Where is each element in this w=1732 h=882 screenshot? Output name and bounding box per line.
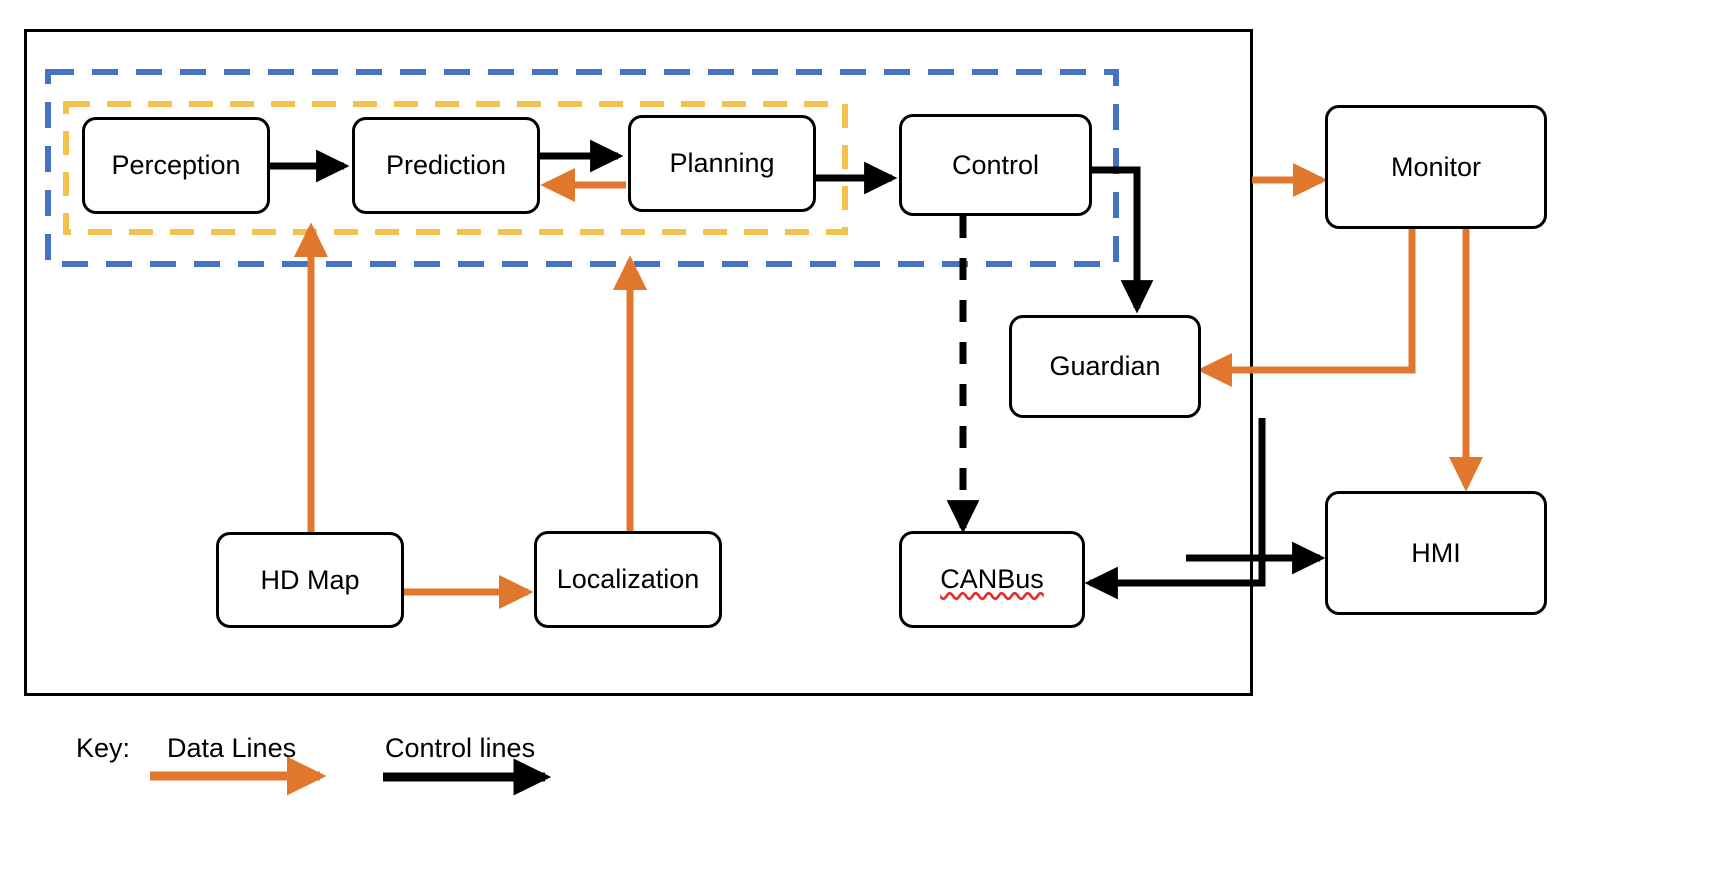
node-canbus[interactable]: CANBus	[899, 531, 1085, 628]
node-hd-map-label: HD Map	[260, 564, 360, 595]
node-guardian-label: Guardian	[1049, 351, 1161, 381]
node-prediction-label: Prediction	[385, 150, 507, 180]
node-prediction[interactable]: Prediction	[352, 117, 540, 214]
node-planning-label: Planning	[669, 148, 775, 178]
node-control[interactable]: Control	[899, 114, 1092, 216]
node-hd-map[interactable]: HD Map	[216, 532, 404, 628]
edge-control-to-guardian	[1092, 166, 1154, 314]
node-planning[interactable]: Planning	[628, 115, 816, 212]
node-perception[interactable]: Perception	[82, 117, 270, 214]
node-localization[interactable]: Localization	[534, 531, 722, 628]
node-monitor[interactable]: Monitor	[1325, 105, 1547, 229]
legend-control-lines-label: Control lines	[385, 733, 536, 763]
edge-guardian-to-canbus	[1084, 418, 1266, 600]
node-guardian[interactable]: Guardian	[1009, 315, 1201, 418]
node-hmi-label: HMI	[1411, 537, 1461, 568]
node-localization-label: Localization	[556, 564, 700, 594]
node-hmi[interactable]: HMI	[1325, 491, 1547, 615]
node-canbus-label: CANBus	[940, 564, 1044, 594]
legend-key-label: Key:	[76, 733, 131, 763]
edge-monitor-to-guardian	[1197, 228, 1416, 388]
legend-data-lines-label: Data Lines	[167, 733, 297, 763]
node-control-label: Control	[951, 149, 1040, 180]
node-monitor-label: Monitor	[1390, 151, 1482, 182]
node-perception-label: Perception	[111, 150, 241, 180]
